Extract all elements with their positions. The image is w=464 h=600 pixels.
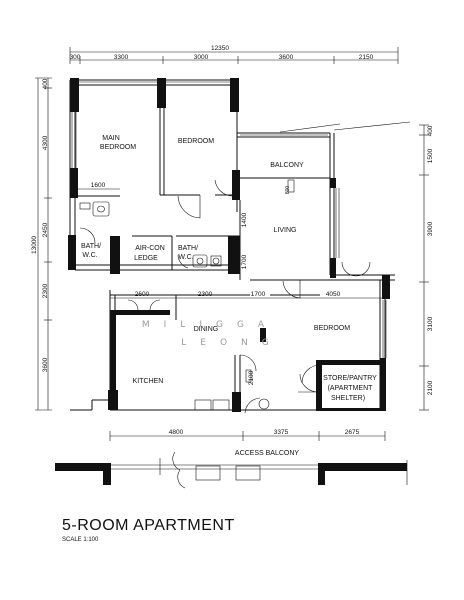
left-dimension-lines xyxy=(35,77,52,411)
label-main-bedroom-2: BEDROOM xyxy=(100,144,136,151)
label-bedroom-1: BEDROOM xyxy=(178,138,214,145)
dim-mid-3: 1700 xyxy=(251,291,266,298)
label-main-bedroom-1: MAIN xyxy=(102,135,120,142)
label-store-3: SHELTER) xyxy=(331,395,365,402)
label-bath-1a: BATH/ xyxy=(81,243,101,250)
label-kitchen: KITCHEN xyxy=(133,378,164,385)
dim-top-total: 12350 xyxy=(211,45,229,52)
dim-inner-1700: 1700 xyxy=(241,254,248,269)
label-living: LIVING xyxy=(274,227,297,234)
dim-right-1: 400 xyxy=(427,125,434,136)
structural-columns xyxy=(68,78,390,412)
watermark-line-1: MILIGGA xyxy=(142,320,278,330)
dim-left-2: 4300 xyxy=(42,135,49,150)
label-access-balcony: ACCESS BALCONY xyxy=(235,450,300,457)
right-dimension-lines xyxy=(419,124,429,411)
dim-top-2: 3300 xyxy=(114,54,129,61)
dim-right-5: 2100 xyxy=(427,380,434,395)
dim-left-1: 400 xyxy=(42,78,49,89)
dim-right-2: 1500 xyxy=(427,148,434,163)
watermark-line-2: LEONG xyxy=(181,338,283,348)
door-swings xyxy=(79,179,371,414)
top-dimension-lines xyxy=(69,47,399,64)
dim-left-4: 2300 xyxy=(42,283,49,298)
label-bath-1b: W.C. xyxy=(82,252,97,259)
label-store-2: (APARTMENT xyxy=(328,385,374,392)
label-bath-2b: W.C. xyxy=(178,254,193,261)
dim-top-5: 2150 xyxy=(359,54,374,61)
label-bath-2a: BATH/ xyxy=(178,245,198,252)
dim-inner-800: 800 xyxy=(285,186,291,195)
windows xyxy=(71,81,411,358)
dim-right-3: 3900 xyxy=(427,221,434,236)
dim-top-1: 300 xyxy=(70,54,81,61)
dim-left-3: 2450 xyxy=(42,222,49,237)
dim-bottom-3: 2675 xyxy=(345,429,360,436)
access-balcony xyxy=(55,451,408,489)
bottom-dimension-lines xyxy=(109,431,386,441)
dim-left-5: 3600 xyxy=(42,357,49,372)
dim-top-4: 3600 xyxy=(279,54,294,61)
label-store-1: STORE/PANTRY xyxy=(323,375,377,382)
label-balcony: BALCONY xyxy=(270,162,304,169)
dim-bottom-1: 4800 xyxy=(169,429,184,436)
dim-mid-2: 2300 xyxy=(198,291,213,298)
dim-mid-1: 2600 xyxy=(135,291,150,298)
label-aircon-1: AIR-CON xyxy=(135,245,165,252)
dim-left-total: 13000 xyxy=(31,236,38,254)
inner-dimension-lines xyxy=(78,188,385,299)
label-aircon-2: LEDGE xyxy=(134,255,158,262)
label-dining: DINING xyxy=(194,326,219,333)
label-bedroom-2: BEDROOM xyxy=(314,325,350,332)
plan-scale: SCALE 1:100 xyxy=(62,537,99,543)
dim-top-3: 3000 xyxy=(194,54,209,61)
dim-inner-1400: 1400 xyxy=(241,212,248,227)
dim-bottom-2: 3375 xyxy=(274,429,289,436)
dim-mid-4: 4050 xyxy=(326,291,341,298)
dim-inner-2100: 2100 xyxy=(248,370,255,385)
dim-right-4: 3100 xyxy=(427,316,434,331)
dim-inner-1600: 1600 xyxy=(91,182,106,189)
plan-title: 5-ROOM APARTMENT xyxy=(62,517,235,534)
bath-fixtures xyxy=(79,179,295,411)
